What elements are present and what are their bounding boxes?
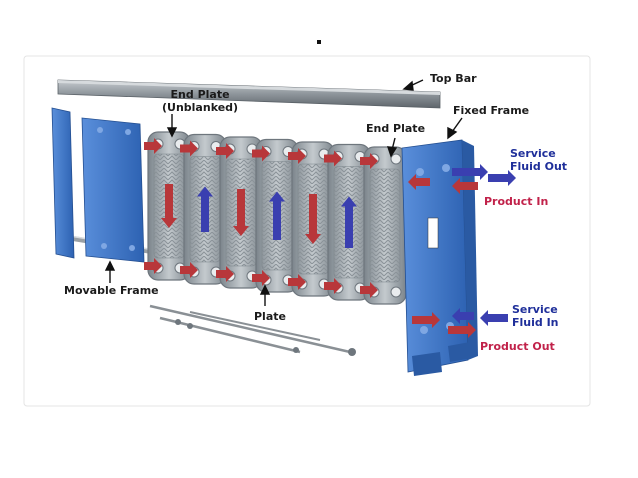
service-fluid-in-arrow xyxy=(480,310,508,326)
label-service-fluid-out: Service Fluid Out xyxy=(510,147,567,173)
plate-1 xyxy=(144,131,191,281)
plate-3 xyxy=(216,136,263,289)
label-end-plate: End Plate xyxy=(366,122,426,135)
plate-1-bottom-port-arrow xyxy=(144,258,162,274)
label-product-in: Product In xyxy=(484,195,549,208)
plate-2-flow-arrow xyxy=(197,186,213,232)
product-in-arrow xyxy=(452,178,478,194)
plate-2-top-port-arrow xyxy=(180,140,198,157)
label-pointers xyxy=(104,79,463,306)
product-out-arrow xyxy=(448,322,476,338)
label-top-bar: Top Bar xyxy=(430,72,477,85)
plate-2-bottom-port-arrow xyxy=(180,262,198,278)
plate-7-top-port-arrow xyxy=(360,153,378,169)
port-arrows xyxy=(408,164,516,338)
label-product-out: Product Out xyxy=(480,340,555,353)
plate-7-port-2 xyxy=(390,153,402,165)
plate-5 xyxy=(288,141,335,297)
service-fluid-in-arrow-2 xyxy=(452,308,474,324)
plate-7-port-4 xyxy=(390,286,402,298)
plate-1-flow-arrow xyxy=(161,184,177,228)
label-fixed-frame: Fixed Frame xyxy=(453,104,530,117)
plate-5-top-port-arrow xyxy=(288,148,306,164)
plate-3-flow-arrow xyxy=(233,189,249,236)
plate-4-bottom-port-arrow xyxy=(252,270,270,286)
stray-dot xyxy=(317,40,321,44)
product-out-arrow-2 xyxy=(412,312,440,328)
label-end-plate-unblanked-line2: (Unblanked) xyxy=(162,101,239,114)
plate-6-top-port-arrow xyxy=(324,150,342,167)
plate-3-top-port-arrow xyxy=(216,143,234,159)
plate-4-top-port-arrow xyxy=(252,145,270,162)
plate-7 xyxy=(360,146,407,305)
plate-7-chevron-pattern xyxy=(369,168,401,283)
top-bar xyxy=(57,79,441,109)
plate-4-flow-arrow xyxy=(269,191,285,240)
product-in-arrow-2 xyxy=(408,174,430,190)
service-fluid-out-arrow-2 xyxy=(452,164,488,180)
label-service-fluid-out-line1: Service xyxy=(510,147,556,160)
plate-1-top-port-arrow xyxy=(144,138,162,154)
label-service-fluid-in-line1: Service xyxy=(512,303,558,316)
plate-2 xyxy=(180,133,227,285)
label-service-fluid-out-line2: Fluid Out xyxy=(510,160,568,173)
plate-5-bottom-port-arrow xyxy=(288,274,306,290)
plate-4 xyxy=(252,138,299,293)
label-service-fluid-in: Service Fluid In xyxy=(512,303,559,329)
plate-3-bottom-port-arrow xyxy=(216,266,234,282)
plate-6-bottom-port-arrow xyxy=(324,278,342,294)
plate-6-flow-arrow xyxy=(341,196,357,248)
plate-6 xyxy=(324,143,371,301)
label-movable-frame: Movable Frame xyxy=(64,284,159,297)
movable-frame xyxy=(81,117,145,263)
fixed-frame xyxy=(401,139,478,376)
label-end-plate-unblanked-line1: End Plate xyxy=(170,88,230,101)
plate-pack xyxy=(144,131,407,305)
tie-bolts xyxy=(149,304,356,356)
plate-5-flow-arrow xyxy=(305,194,321,244)
pressure-plate-thin xyxy=(51,107,75,259)
service-fluid-out-arrow xyxy=(488,170,516,186)
plate-7-bottom-port-arrow xyxy=(360,282,378,298)
label-plate: Plate xyxy=(254,310,286,323)
label-service-fluid-in-line2: Fluid In xyxy=(512,316,559,329)
label-end-plate-unblanked: End Plate (Unblanked) xyxy=(162,88,238,114)
